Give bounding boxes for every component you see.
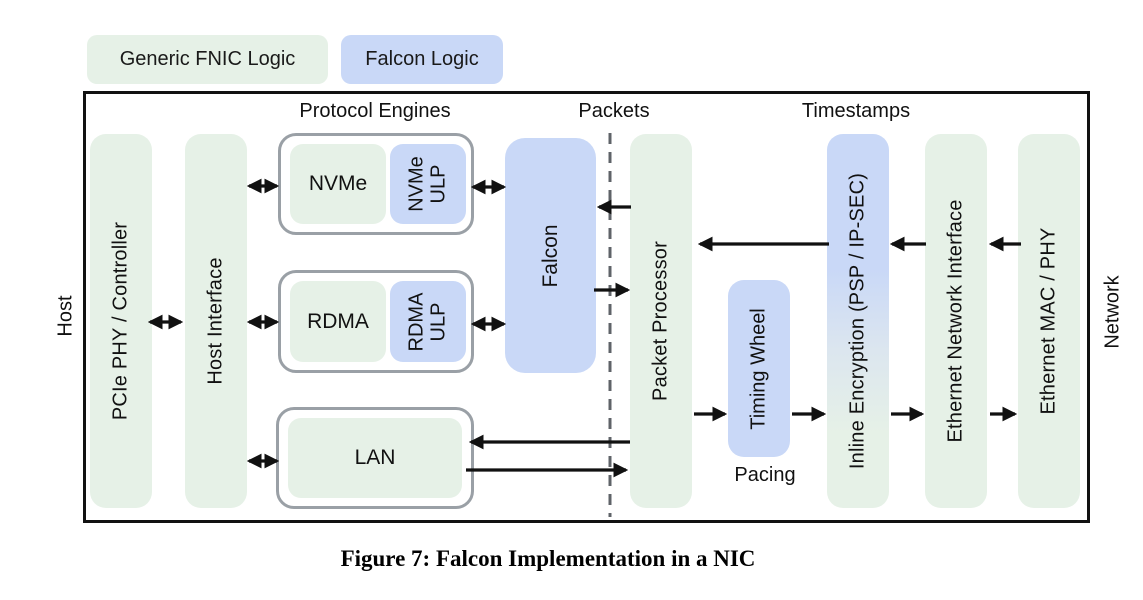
inline-encryption-bar: Inline Encryption (PSP / IP-SEC) — [827, 134, 889, 508]
legend-generic-fnic-logic: Generic FNIC Logic — [87, 35, 328, 84]
timing-wheel-block: Timing Wheel — [728, 280, 790, 457]
packets-label: Packets — [578, 100, 650, 122]
timing-wheel-label: Timing Wheel — [747, 307, 770, 430]
host-interface-bar: Host Interface — [185, 134, 247, 508]
host-interface-label: Host Interface — [204, 257, 227, 385]
packet-processor-bar: Packet Processor — [630, 134, 692, 508]
rdma-label: RDMA — [307, 309, 369, 333]
packet-processor-label: Packet Processor — [649, 241, 672, 401]
rdma-ulp-block: RDMA ULP — [390, 281, 466, 362]
nvme-label: NVMe — [308, 172, 368, 195]
nvme-ulp-label: NVMe ULP — [405, 156, 449, 212]
lan-engine-container: LAN — [276, 407, 474, 509]
rdma-engine-container: RDMA RDMA ULP — [278, 270, 474, 373]
lan-label: LAN — [354, 446, 396, 469]
falcon-label: Falcon — [538, 223, 562, 288]
legend-falcon-logic: Falcon Logic — [341, 35, 503, 84]
rdma-ulp-label: RDMA ULP — [405, 292, 449, 351]
inline-encryption-label: Inline Encryption (PSP / IP-SEC) — [846, 172, 869, 470]
host-label: Host — [54, 295, 77, 337]
pcie-phy-controller-label: PCIe PHY / Controller — [109, 221, 132, 421]
pacing-label: Pacing — [734, 464, 796, 486]
ethernet-mac-phy-bar: Ethernet MAC / PHY — [1018, 134, 1080, 508]
network-label: Network — [1101, 275, 1124, 349]
pcie-phy-controller-bar: PCIe PHY / Controller — [90, 134, 152, 508]
legend-falcon-logic-label: Falcon Logic — [365, 48, 479, 70]
legend-generic-fnic-logic-label: Generic FNIC Logic — [119, 48, 296, 70]
timestamps-label: Timestamps — [801, 100, 911, 122]
rdma-block: RDMA — [290, 281, 386, 362]
nvme-ulp-block: NVMe ULP — [390, 144, 466, 224]
ethernet-mac-phy-label: Ethernet MAC / PHY — [1037, 227, 1060, 415]
protocol-engines-label: Protocol Engines — [299, 100, 451, 122]
nvme-engine-container: NVMe NVMe ULP — [278, 133, 474, 235]
nvme-block: NVMe — [290, 144, 386, 224]
ethernet-network-interface-label: Ethernet Network Interface — [944, 199, 967, 443]
falcon-block: Falcon — [505, 138, 596, 373]
lan-block: LAN — [288, 418, 462, 498]
ethernet-network-interface-bar: Ethernet Network Interface — [925, 134, 987, 508]
figure-caption: Figure 7: Falcon Implementation in a NIC — [340, 546, 756, 571]
